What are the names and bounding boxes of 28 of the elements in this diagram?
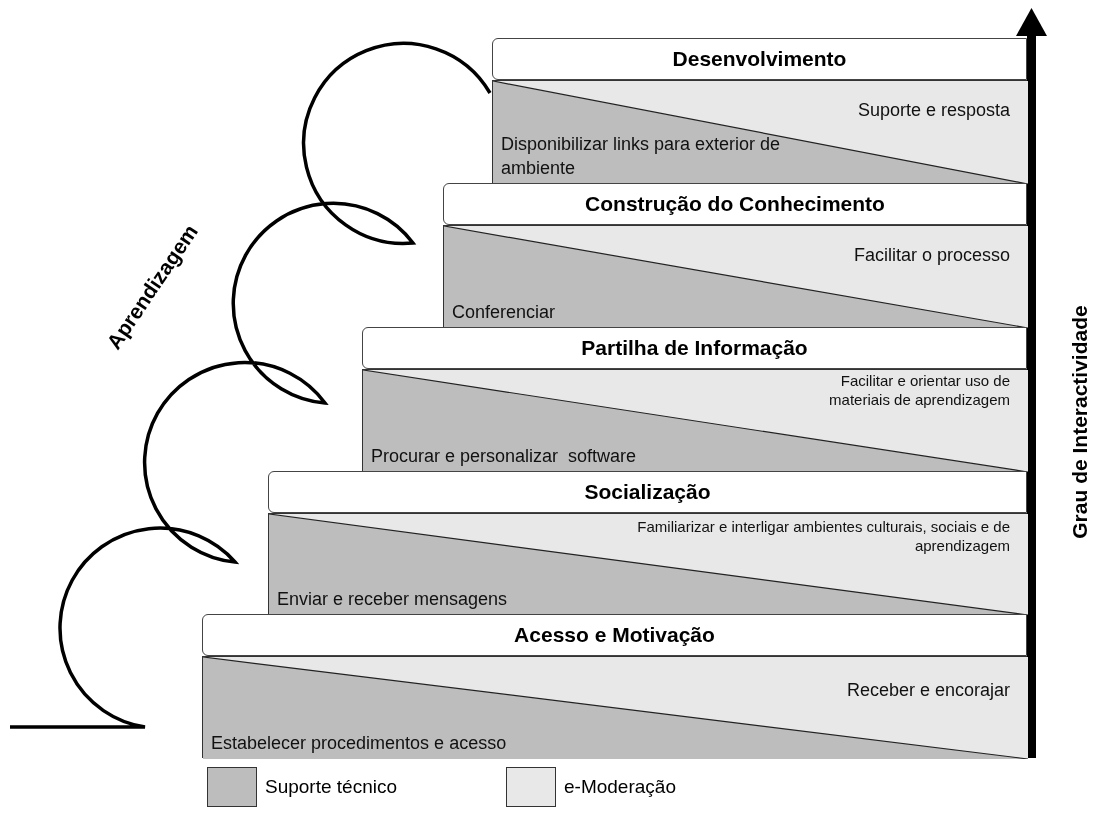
stage-title: Construção do Conhecimento [585,192,885,216]
stage-header [443,183,1027,225]
stage-header [268,471,1027,513]
moderation-text: Familiarizar e interligar ambientes culturais, sociais e de aprendizagem [636,518,1010,556]
stage-title: Desenvolvimento [672,47,847,71]
stage-panel [362,369,1027,471]
axis-title: Grau de Interactividade [1068,305,1092,539]
moderation-text: Facilitar e orientar uso de materiais de aprendizagem [828,372,1010,410]
stage-panel [492,80,1027,183]
legend-label: e-Moderação [564,776,676,798]
support-text: Procurar e personalizar software [371,444,637,468]
stage-header [202,614,1027,656]
support-text: Estabelecer procedimentos e acesso [211,731,507,755]
stage-panel [268,513,1027,614]
legend-label: Suporte técnico [265,776,398,798]
moderation-text: Receber e encorajar [846,679,1010,702]
support-text: Enviar e receber mensagens [277,587,508,611]
support-text: Disponibilizar links para exterior de ambiente [501,133,782,180]
stage-header [362,327,1027,369]
stage-title: Partilha de Informação [581,336,808,360]
stage-title: Socialização [584,480,711,504]
stage-panel [443,225,1027,327]
stage-title: Acesso e Motivação [514,623,715,647]
stage-header [492,38,1027,80]
support-text: Conferenciar [452,300,556,324]
stage-panel [202,656,1027,758]
moderation-text: Suporte e resposta [857,99,1010,122]
moderation-text: Facilitar o processo [853,244,1010,267]
